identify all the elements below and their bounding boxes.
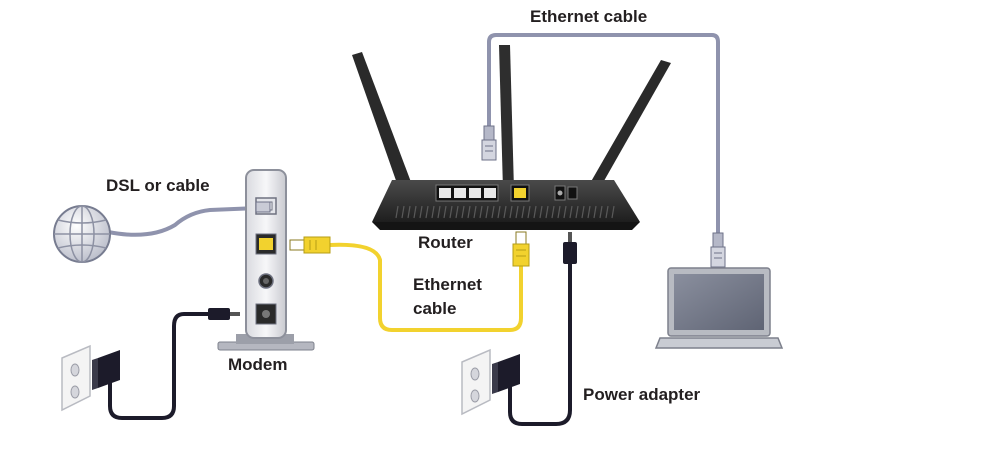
router-label: Router xyxy=(418,233,473,252)
ethernet-connector-modem-yellow xyxy=(289,236,331,254)
power-adapter-label: Power adapter xyxy=(583,385,701,404)
ethernet-cable-top-label: Ethernet cable xyxy=(530,7,648,26)
router-power-cable xyxy=(508,262,572,426)
router-lan-ports xyxy=(435,184,499,202)
router xyxy=(352,45,671,230)
modem xyxy=(217,169,315,351)
router-antenna-right xyxy=(585,60,671,195)
ethernet-cable-modem-to-router xyxy=(329,242,523,332)
router-power-jack xyxy=(554,185,578,201)
ethernet-connector-laptop xyxy=(710,232,726,268)
wall-outlet-left xyxy=(61,344,91,412)
ethernet-cable-router-to-laptop xyxy=(487,33,720,235)
router-internet-port xyxy=(510,184,530,202)
wall-outlet-right xyxy=(461,348,491,416)
laptop-icon xyxy=(654,267,784,349)
power-adapter-router xyxy=(492,354,520,394)
ethernet-connector-router-back xyxy=(481,125,497,161)
ethernet-cable-middle-label-line1: Ethernet xyxy=(413,275,482,294)
dsl-or-cable-label: DSL or cable xyxy=(106,176,210,195)
modem-power-cable xyxy=(108,312,208,420)
ethernet-connector-router-yellow xyxy=(512,231,530,267)
modem-label: Modem xyxy=(228,355,288,374)
dsl-connector xyxy=(255,201,271,213)
ethernet-cable-middle-label-line2: cable xyxy=(413,299,457,318)
dsl-cable xyxy=(107,206,259,237)
power-adapter-modem xyxy=(92,350,120,390)
router-power-plug xyxy=(563,232,577,264)
router-antenna-left xyxy=(352,52,414,192)
router-antenna-middle xyxy=(499,45,514,190)
modem-power-plug xyxy=(208,308,240,320)
globe-icon xyxy=(53,205,111,263)
